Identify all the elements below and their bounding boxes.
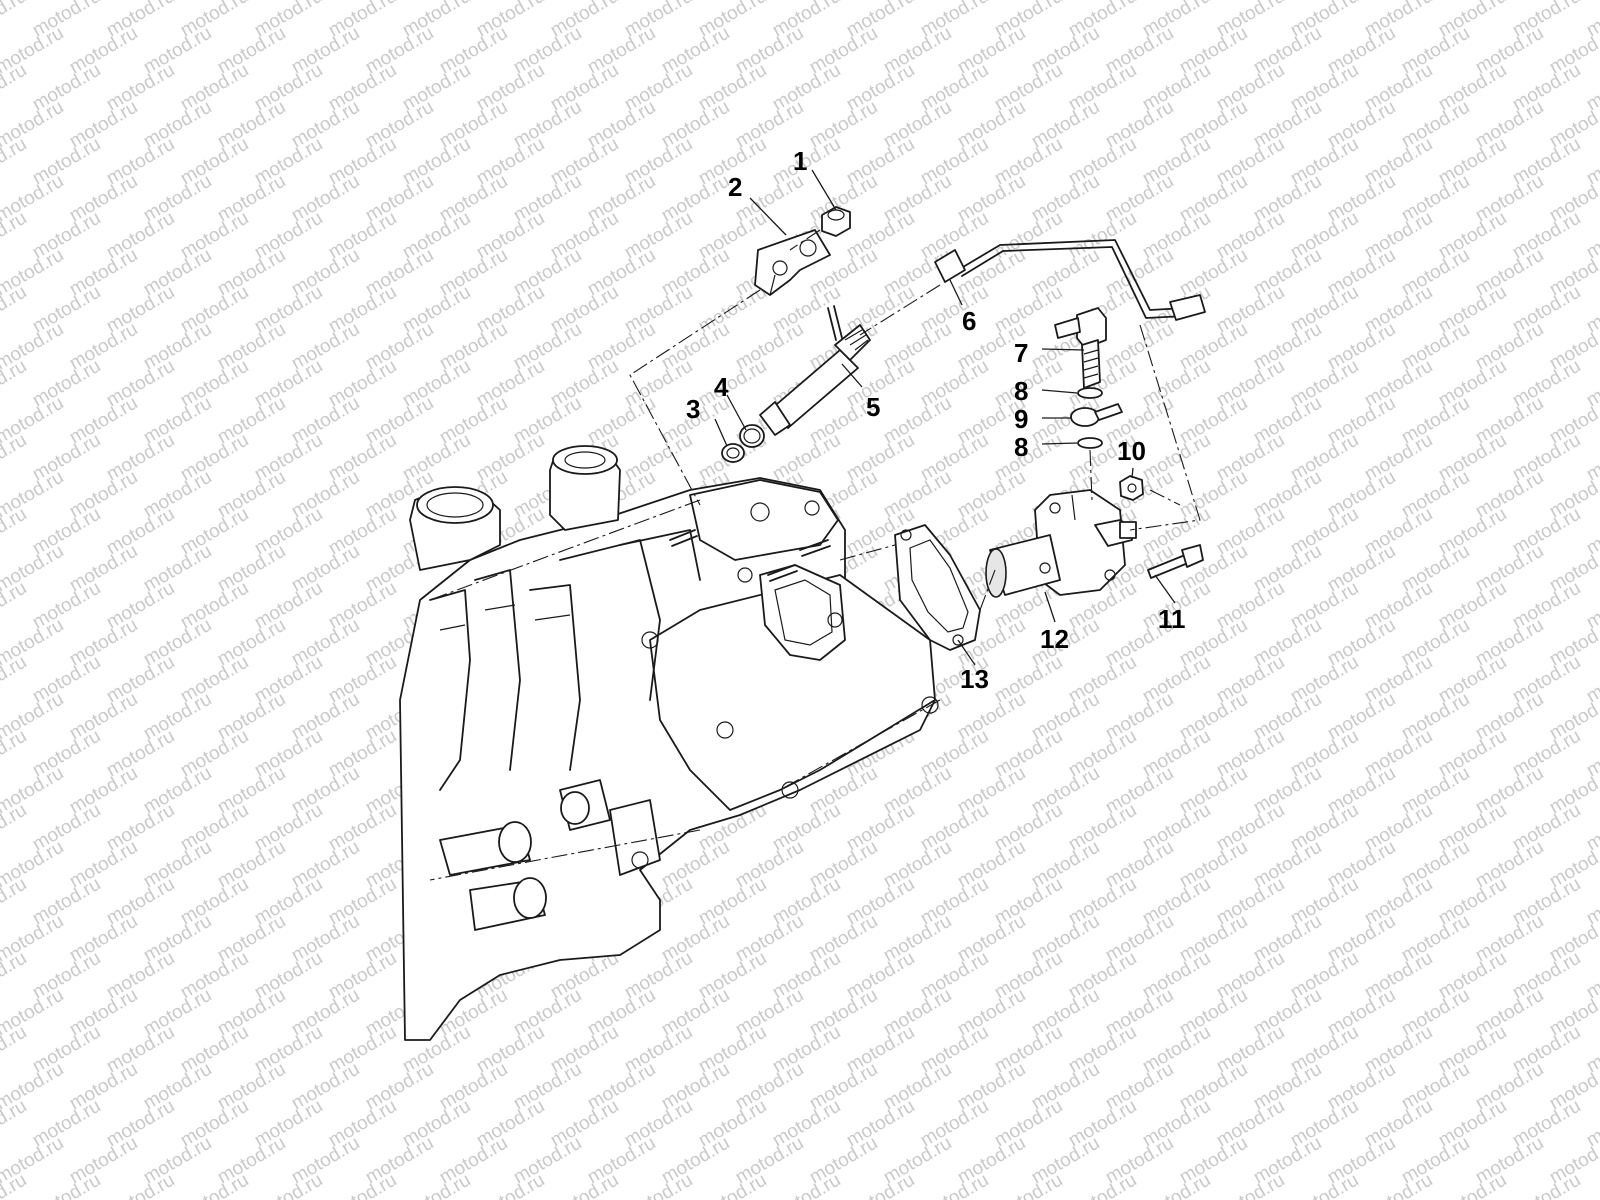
callout-9: 9 [1014,404,1028,434]
watermark-text: motod.ru [399,1170,474,1200]
callout-3: 3 [686,394,700,424]
watermark-text: motod.ru [0,578,30,634]
watermark-text: motod.ru [0,504,30,560]
callout-11: 11 [1158,604,1186,634]
callout-leaders [714,169,1176,666]
watermark-text: motod.ru [473,1170,548,1200]
bolt-11 [1147,544,1204,579]
watermark-text: motod.ru [1361,1170,1436,1200]
callout-7: 7 [1014,338,1028,368]
watermark-text: motod.ru [1509,1170,1584,1200]
watermark-text: motod.ru [0,430,30,486]
callout-labels: 1 2 3 4 5 6 7 8 9 8 10 11 12 13 [686,146,1186,694]
watermark-text: motod.ru [325,1170,400,1200]
watermark-text: motod.ru [177,1170,252,1200]
watermark-text: motod.ru [103,1170,178,1200]
watermark-text: motod.ru [0,208,30,264]
watermark-text: motod.ru [0,800,30,856]
watermark-text: motod.ru [1583,1170,1600,1200]
watermark-text: motod.ru [0,1096,30,1152]
watermark-text: motod.ru [0,134,30,190]
callout-8-upper: 8 [1014,376,1028,406]
banjo-bolt [1054,307,1107,389]
callout-4: 4 [714,372,729,402]
washer-8-lower [1077,437,1103,449]
o-ring-4 [739,424,765,448]
watermark-text: motod.ru [1435,1170,1510,1200]
watermark-text: motod.ru [917,1170,992,1200]
watermark-text: motod.ru [769,1170,844,1200]
fuel-pipe [934,239,1206,321]
watermark-text: motod.ru [1213,1170,1288,1200]
injector-housing [985,489,1137,598]
gasket [894,524,981,651]
injector-clamp [754,229,831,296]
watermark-text: motod.ru [1065,1170,1140,1200]
watermark-text: motod.ru [0,874,30,930]
watermark-text: motod.ru [991,1170,1066,1200]
engine-block [399,445,939,1041]
watermark-text: motod.ru [547,1170,622,1200]
watermark-text: motod.ru [695,1170,770,1200]
watermark-text: motod.ru [621,1170,696,1200]
watermark-text: motod.ru [0,652,30,708]
watermark-text: motod.ru [29,1170,104,1200]
watermark-text: motod.ru [0,948,30,1004]
callout-2: 2 [728,172,742,202]
watermark-text: motod.ru [251,1170,326,1200]
nut-1 [821,206,851,237]
watermark-text: motod.ru [0,60,30,116]
callout-12: 12 [1040,624,1069,654]
callout-10: 10 [1117,436,1146,466]
head-studs [669,529,831,582]
assembly-lines [429,229,1201,881]
washer-8-upper [1077,387,1103,399]
callout-5: 5 [866,392,880,422]
watermark-text: motod.ru [0,726,30,782]
watermark-text: motod.ru [1139,1170,1214,1200]
callout-6: 6 [962,306,976,336]
nut-10 [1119,475,1144,501]
seal-ring-3 [721,443,745,463]
callout-8-lower: 8 [1014,432,1028,462]
banjo-fitting [1070,403,1123,427]
watermark-text: motod.ru [0,0,30,41]
watermark-text: motod.ru [843,1170,918,1200]
watermark-text: motod.ru [0,356,30,412]
watermark-text: motod.ru [1287,1170,1362,1200]
callout-1: 1 [793,146,807,176]
callout-13: 13 [960,664,989,694]
watermark-text: motod.ru [0,282,30,338]
watermark-text: motod.ru [0,1022,30,1078]
